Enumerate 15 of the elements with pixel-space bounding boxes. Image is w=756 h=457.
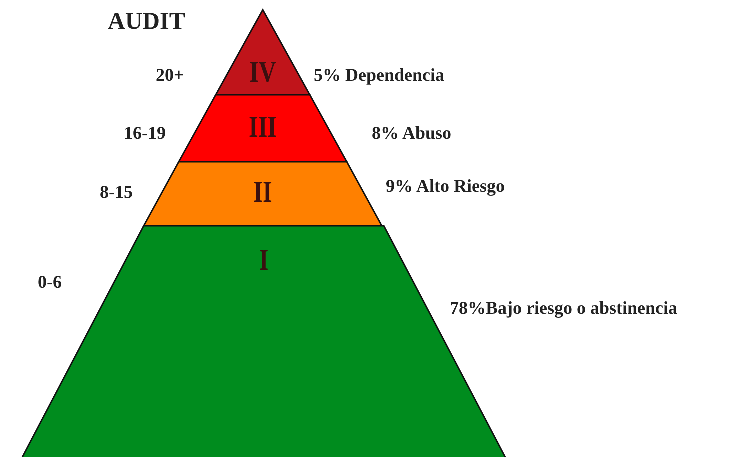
score-range-label: 8-15 — [100, 183, 133, 201]
tier-numeral: I — [259, 246, 269, 276]
tier-numeral: II — [254, 178, 272, 208]
score-range-label: 20+ — [156, 66, 184, 84]
score-range-label: 0-6 — [38, 273, 62, 291]
tier-numeral: IV — [250, 58, 276, 88]
percentage-label: 8% Abuso — [372, 124, 452, 142]
chart-title: AUDIT — [108, 10, 186, 34]
pyramid-tier — [179, 95, 347, 162]
percentage-label: 5% Dependencia — [314, 66, 444, 84]
pyramid-tier — [216, 10, 310, 95]
percentage-label: 9% Alto Riesgo — [386, 177, 505, 195]
score-range-label: 16-19 — [124, 124, 166, 142]
percentage-label: 78%Bajo riesgo o abstinencia — [450, 299, 678, 317]
tier-numeral: III — [248, 113, 278, 143]
